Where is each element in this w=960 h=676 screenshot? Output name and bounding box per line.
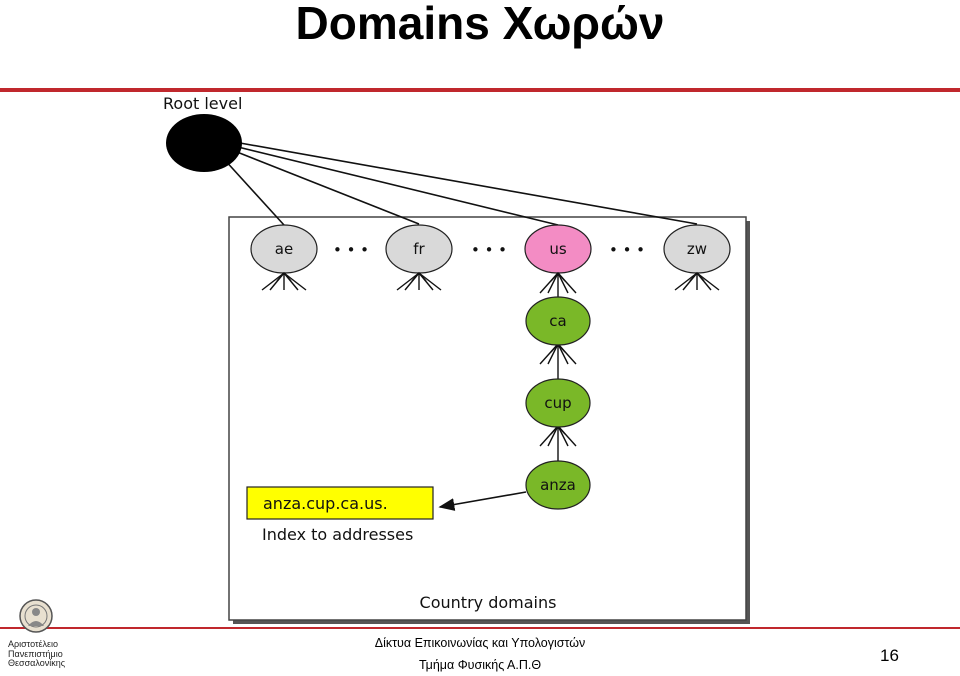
node-anza-label: anza	[540, 476, 576, 494]
node-ca: ca	[525, 296, 591, 346]
top-accent-rule	[0, 88, 960, 92]
child-fans	[261, 271, 720, 461]
node-us-label: us	[549, 240, 567, 258]
index-box-text: anza.cup.ca.us.	[263, 494, 388, 513]
university-seal-icon	[19, 599, 53, 633]
country-domains-caption: Country domains	[420, 593, 557, 612]
ellipsis-1: • • •	[333, 241, 369, 259]
university-name: Αριστοτέλειο Πανεπιστήμιο Θεσσαλονίκης	[8, 639, 68, 669]
root-link-ae	[222, 157, 285, 226]
index-caption: Index to addresses	[262, 525, 413, 544]
index-arrow	[438, 491, 527, 511]
root-link-zw	[239, 142, 698, 225]
bottom-accent-rule	[0, 627, 960, 629]
university-name-line3: Θεσσαλονίκης	[8, 658, 66, 668]
node-ca-label: ca	[549, 312, 566, 330]
node-fr: fr	[385, 224, 453, 274]
ellipsis-2: • • •	[471, 241, 507, 259]
node-us: us	[524, 224, 592, 274]
node-ae-label: ae	[275, 240, 293, 258]
root-node	[166, 114, 242, 172]
root-link-fr	[231, 149, 420, 225]
index-box	[246, 486, 434, 520]
country-domains-frame	[228, 216, 747, 621]
node-cup-label: cup	[544, 394, 571, 412]
node-fr-label: fr	[413, 240, 425, 258]
root-links	[222, 142, 698, 226]
ellipsis-3: • • •	[609, 241, 645, 259]
university-name-line1: Αριστοτέλειο	[8, 639, 59, 649]
fan-fr	[396, 271, 442, 291]
fan-us-ca	[539, 271, 577, 297]
slide-title: Domains Χωρών	[295, 0, 665, 49]
university-logo: Αριστοτέλειο Πανεπιστήμιο Θεσσαλονίκης	[8, 598, 68, 669]
fan-ae	[261, 271, 307, 291]
node-ae: ae	[250, 224, 318, 274]
root-link-us	[237, 146, 559, 226]
node-zw-label: zw	[687, 240, 707, 258]
root-level-label: Root level	[163, 94, 242, 113]
page-number: 16	[880, 646, 899, 665]
fan-zw	[674, 271, 720, 291]
node-zw: zw	[663, 224, 731, 274]
fan-ca-cup	[539, 342, 577, 379]
university-name-line2: Πανεπιστήμιο	[8, 648, 63, 659]
footer-department: Τμήμα Φυσικής Α.Π.Θ	[418, 658, 542, 672]
footer-course-title: Δίκτυα Επικοινωνίας και Υπολογιστών	[374, 636, 586, 650]
node-anza: anza	[525, 460, 591, 510]
node-cup: cup	[525, 378, 591, 428]
